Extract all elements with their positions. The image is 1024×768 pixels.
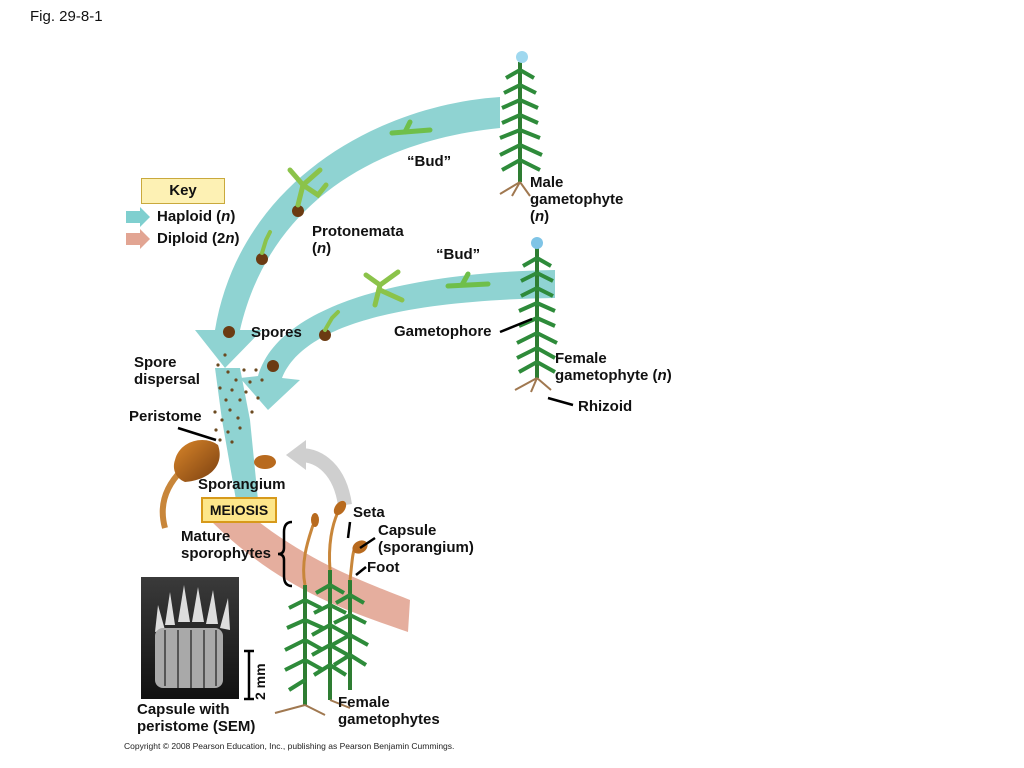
bud-lower-sketch bbox=[445, 271, 491, 289]
protonema-upper bbox=[287, 167, 329, 208]
haploid-key-arrow bbox=[126, 207, 150, 227]
female-gametophyte-label: Female gametophyte (n) bbox=[555, 350, 672, 384]
foot-label: Foot bbox=[367, 559, 400, 576]
peristome-label: Peristome bbox=[129, 408, 202, 425]
rhizoid-label: Rhizoid bbox=[578, 398, 633, 415]
sem-peristome-teeth bbox=[155, 585, 230, 632]
protonemata-label: Protonemata (n) bbox=[312, 223, 404, 257]
dispersed-spores bbox=[213, 353, 264, 444]
copyright-notice: Copyright © 2008 Pearson Education, Inc.… bbox=[124, 741, 455, 751]
spores-label: Spores bbox=[251, 324, 302, 341]
male-gametophyte-label: Male gametophyte (n) bbox=[530, 174, 624, 225]
female-gametophytes-label: Female gametophytes bbox=[338, 694, 440, 728]
spore-dot bbox=[223, 326, 235, 338]
spore-dot bbox=[292, 205, 304, 217]
bud-upper-sketch bbox=[389, 119, 433, 136]
bud-lower-label: “Bud” bbox=[436, 246, 481, 263]
female-gametophytes-cluster bbox=[274, 570, 369, 716]
diploid-key-arrow bbox=[126, 229, 150, 249]
male-gametophyte-plant bbox=[499, 51, 543, 197]
sporophyte-brace bbox=[277, 520, 293, 588]
female-gametophyte-plant bbox=[514, 237, 558, 393]
mature-sporophytes-label: Mature sporophytes bbox=[181, 528, 272, 562]
gametophore-label: Gametophore bbox=[394, 323, 492, 340]
haploid-outer-arrow bbox=[195, 97, 500, 368]
meiosis-label: MEIOSIS bbox=[201, 497, 277, 523]
protonema-side bbox=[260, 230, 272, 255]
capsule-sem-label: Capsule with peristome (SEM) bbox=[137, 701, 256, 735]
protonema-small bbox=[323, 310, 340, 332]
grey-return-arrow bbox=[299, 448, 352, 507]
grey-arrow-head bbox=[286, 440, 306, 470]
capsule-with-peristome bbox=[159, 440, 276, 529]
seta-label: Seta bbox=[353, 504, 385, 521]
bud-upper-label: “Bud” bbox=[407, 153, 452, 170]
spore-dot bbox=[267, 360, 279, 372]
capsule-sporangium-label: Capsule (sporangium) bbox=[378, 522, 474, 556]
spore-dot bbox=[319, 329, 331, 341]
protonema-lower bbox=[363, 269, 405, 308]
scale-bar-label: 2 mm bbox=[252, 663, 268, 700]
figure-label: Fig. 29-8-1 bbox=[30, 8, 103, 25]
sporangium-label: Sporangium bbox=[198, 476, 286, 493]
sem-capsule-ridges bbox=[164, 630, 217, 688]
spore-dot bbox=[256, 253, 268, 265]
scale-bar-line bbox=[244, 649, 254, 701]
spore-dispersal-label: Spore dispersal bbox=[134, 354, 200, 388]
sem-capsule-body bbox=[155, 628, 223, 688]
diploid-key-label: Diploid (2n) bbox=[157, 230, 240, 247]
haploid-key-label: Haploid (n) bbox=[157, 208, 236, 225]
leader-lines bbox=[177, 317, 574, 576]
key-title: Key bbox=[141, 178, 225, 204]
